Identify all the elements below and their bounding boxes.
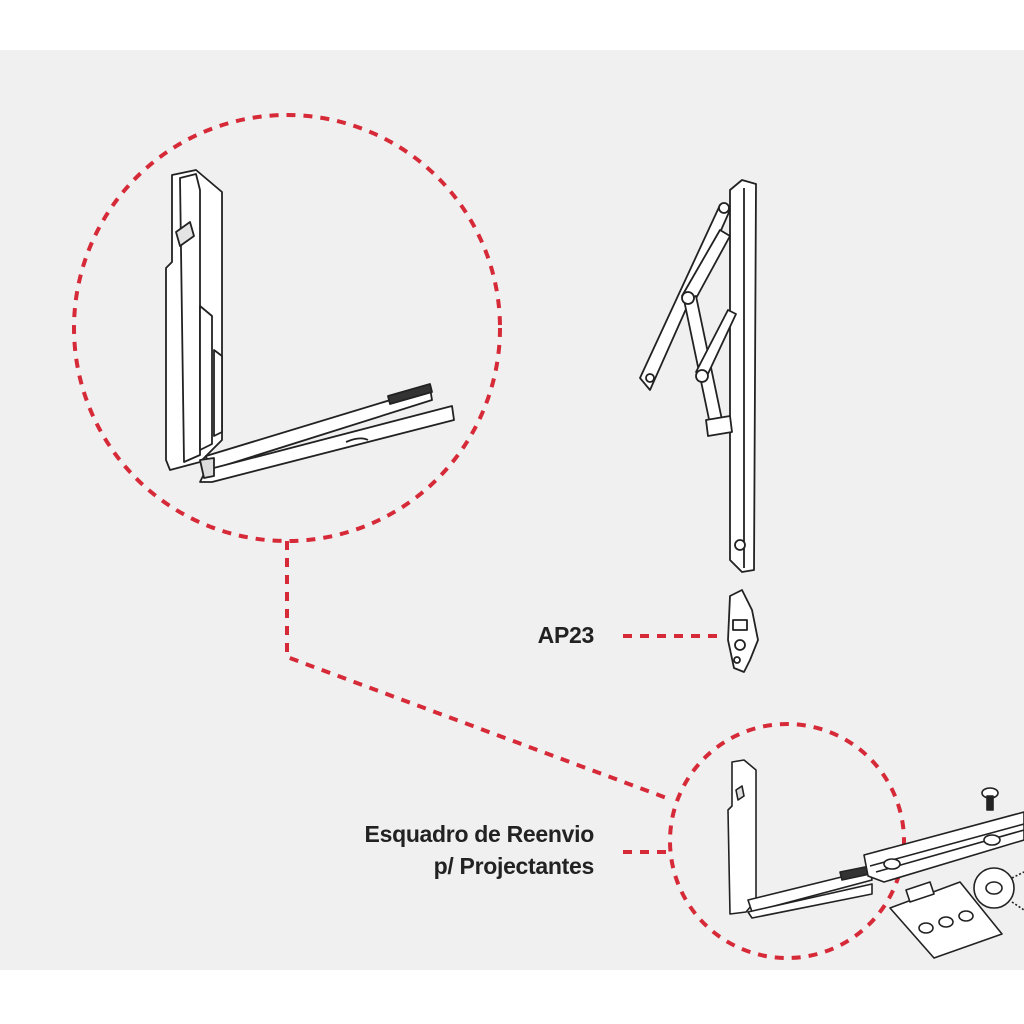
detail-circle-small — [668, 722, 906, 960]
corner-bracket-small-drawing — [727, 759, 873, 919]
ap23-part-drawing — [727, 589, 759, 673]
esquadro-label-line1: Esquadro de Reenvio — [364, 821, 595, 847]
detail-connector-line — [285, 541, 673, 802]
corner-bracket-large-drawing — [165, 169, 455, 483]
diagram-panel — [0, 50, 1024, 970]
detail-circle-large — [72, 113, 502, 543]
friction-stay-drawing — [639, 179, 757, 573]
esquadro-label: Esquadro de Reenvio p/ Projectantes — [364, 818, 595, 882]
rail-assembly-drawing — [863, 787, 1024, 959]
esquadro-label-line2: p/ Projectantes — [433, 853, 595, 879]
ap23-label: AP23 — [537, 622, 595, 648]
